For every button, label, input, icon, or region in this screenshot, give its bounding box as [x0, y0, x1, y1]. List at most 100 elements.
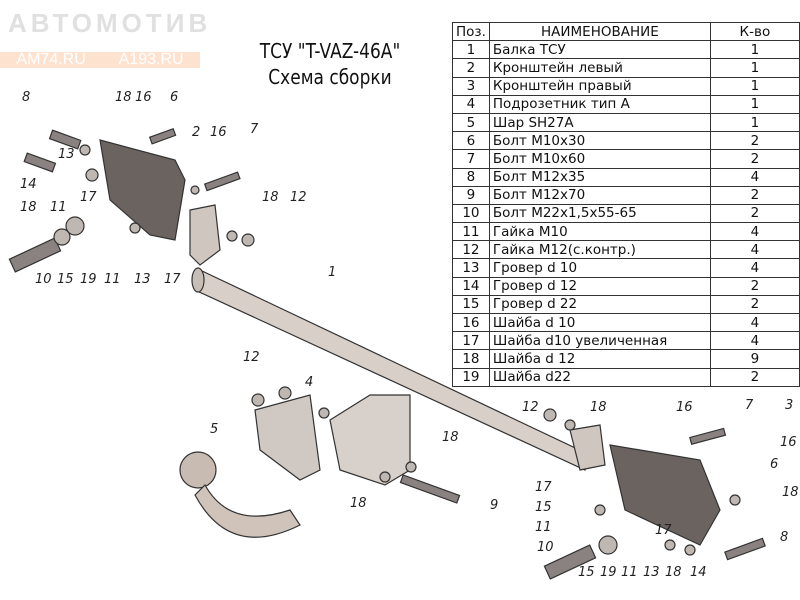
callout-number: 4: [305, 375, 314, 390]
row-name: Гровер d 10: [488, 258, 711, 278]
row-pos: 14: [452, 276, 490, 296]
row-pos: 4: [452, 94, 490, 114]
callout-number: 16: [135, 90, 152, 105]
row-name: Шайба d22: [488, 367, 711, 387]
row-qty: 1: [709, 94, 800, 114]
row-qty: 4: [709, 312, 800, 333]
callout-number: 8: [780, 530, 789, 545]
watermark-site: A193.RU: [118, 51, 184, 68]
row-name: Подрозетник тип А: [488, 94, 711, 114]
header-pos: Поз.: [452, 21, 490, 42]
watermark-site: AM74.RU: [16, 51, 86, 68]
row-pos: 17: [452, 331, 490, 351]
row-pos: 2: [452, 58, 490, 78]
row-name: Гайка М10: [488, 222, 711, 242]
socket-plate: [254, 394, 321, 481]
row-qty: 2: [709, 185, 800, 205]
right-beam-plate: [569, 424, 606, 471]
header-name: НАИМЕНОВАНИЕ: [488, 21, 711, 42]
callout-number: 17: [655, 523, 672, 538]
callout-number: 18: [20, 200, 37, 215]
row-pos: 12: [452, 240, 490, 260]
row-qty: 4: [709, 222, 800, 242]
tow-ball-neck: [194, 484, 301, 538]
callout-number: 15: [57, 272, 74, 287]
watermark-sites: AM74.RU A193.RU: [0, 52, 200, 68]
callout-number: 6: [770, 457, 779, 472]
row-pos: 11: [452, 222, 490, 242]
row-name: Кронштейн левый: [488, 58, 711, 78]
row-pos: 8: [452, 167, 490, 187]
bolts: [8, 127, 766, 580]
row-qty: 1: [709, 58, 800, 78]
row-name: Гайка М12(с.контр.): [488, 240, 711, 260]
row-name: Балка ТСУ: [488, 40, 711, 60]
row-qty: 2: [709, 149, 800, 169]
callout-number: 13: [134, 272, 151, 287]
callout-number: 12: [243, 350, 260, 365]
callout-number: 12: [290, 190, 307, 205]
callout-number: 15: [535, 500, 552, 515]
row-pos: 15: [452, 294, 490, 315]
callout-number: 17: [164, 272, 181, 287]
callout-number: 17: [80, 190, 97, 205]
callout-number: 18: [350, 496, 367, 511]
left-bracket: [99, 139, 186, 241]
callout-number: 9: [490, 498, 499, 513]
callout-number: 14: [20, 177, 37, 192]
left-beam-plate: [189, 204, 221, 266]
table-header-row: Поз. НАИМЕНОВАНИЕ К-во: [452, 21, 800, 42]
callout-number: 13: [58, 147, 75, 162]
callout-number: 7: [745, 398, 754, 413]
row-qty: 4: [709, 258, 800, 278]
row-name: Кронштейн правый: [488, 76, 711, 96]
callout-number: 15: [578, 565, 595, 580]
row-name: Болт М10х30: [488, 131, 711, 151]
callout-number: 11: [104, 272, 121, 287]
callout-number: 11: [50, 200, 67, 215]
row-name: Шайба d 10: [488, 312, 711, 333]
callout-number: 17: [535, 480, 552, 495]
callout-number: 18: [590, 400, 607, 415]
callout-number: 19: [80, 272, 97, 287]
callout-number: 3: [785, 398, 794, 413]
callout-number: 5: [210, 422, 219, 437]
right-bracket: [609, 444, 721, 546]
callout-number: 18: [262, 190, 279, 205]
callout-number: 18: [665, 565, 682, 580]
row-qty: 4: [709, 331, 800, 351]
row-qty: 2: [709, 367, 800, 387]
callout-number: 10: [35, 272, 52, 287]
row-name: Гровер d 12: [488, 276, 711, 296]
row-qty: 2: [709, 203, 800, 224]
row-name: Шар SH27A: [488, 112, 711, 133]
title-subtitle: Схема сборки: [268, 65, 392, 89]
watermark-brand: АВТОМОТИВ: [8, 8, 212, 38]
callout-number: 18: [782, 485, 799, 500]
header-qty: К-во: [709, 21, 800, 42]
row-name: Болт М22х1,5х55-65: [488, 203, 711, 224]
row-pos: 19: [452, 367, 490, 387]
callout-number: 12: [522, 400, 539, 415]
row-pos: 18: [452, 349, 490, 369]
callout-number: 6: [170, 90, 179, 105]
row-qty: 1: [709, 40, 800, 60]
callout-number: 13: [643, 565, 660, 580]
title-model: ТСУ "T-VAZ-46A": [259, 39, 401, 63]
row-name: Шайба d10 увеличенная: [488, 331, 711, 351]
row-qty: 9: [709, 349, 800, 369]
callout-number: 11: [621, 565, 638, 580]
